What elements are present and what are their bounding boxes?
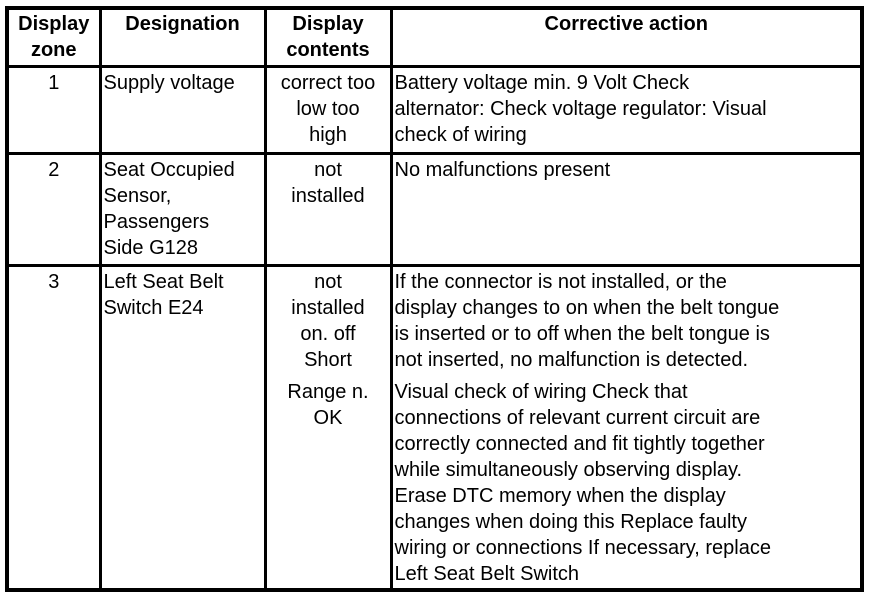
cell-display-zone: 1 xyxy=(5,64,102,155)
corrective-action-paragraph: No malfunctions present xyxy=(394,158,611,181)
display-contents-paragraph: Range n. OK xyxy=(287,380,369,429)
header-row: Display zone Designation Display content… xyxy=(5,6,864,68)
corrective-action-paragraph: If the connector is not installed, or th… xyxy=(394,270,780,371)
display-contents-paragraph: not installed on. off Short xyxy=(291,270,365,371)
cell-corrective-action: No malfunctions present xyxy=(389,151,864,267)
cell-display-zone: 2 xyxy=(5,151,102,267)
table-row-zone-3: 3 Left Seat Belt Switch E24 not installe… xyxy=(5,263,864,591)
cell-display-contents: not installed on. off Short Range n. OK xyxy=(263,263,393,591)
cell-display-contents: not installed xyxy=(263,151,393,267)
column-header-designation: Designation xyxy=(98,6,267,68)
column-header-corrective-action: Corrective action xyxy=(389,6,864,68)
cell-designation: Supply voltage xyxy=(98,64,267,155)
cell-display-contents: correct too low too high xyxy=(263,64,393,155)
cell-corrective-action: If the connector is not installed, or th… xyxy=(389,263,864,591)
corrective-action-paragraph: Visual check of wiring Check that connec… xyxy=(394,380,771,585)
column-header-display-contents: Display contents xyxy=(263,6,393,68)
display-contents-paragraph: correct too low too high xyxy=(280,71,376,146)
cell-designation: Seat Occupied Sensor, Passengers Side G1… xyxy=(98,151,267,267)
column-header-display-zone: Display zone xyxy=(5,6,102,68)
table-row-zone-1: 1 Supply voltage correct too low too hig… xyxy=(5,64,864,155)
corrective-action-paragraph: Battery voltage min. 9 Volt Check altern… xyxy=(394,71,767,146)
cell-corrective-action: Battery voltage min. 9 Volt Check altern… xyxy=(389,64,864,155)
cell-display-zone: 3 xyxy=(5,263,102,591)
display-contents-paragraph: not installed xyxy=(291,158,365,207)
table-row-zone-2: 2 Seat Occupied Sensor, Passengers Side … xyxy=(5,151,864,267)
diagnostic-table: Display zone Designation Display content… xyxy=(5,6,864,592)
cell-designation: Left Seat Belt Switch E24 xyxy=(98,263,267,591)
